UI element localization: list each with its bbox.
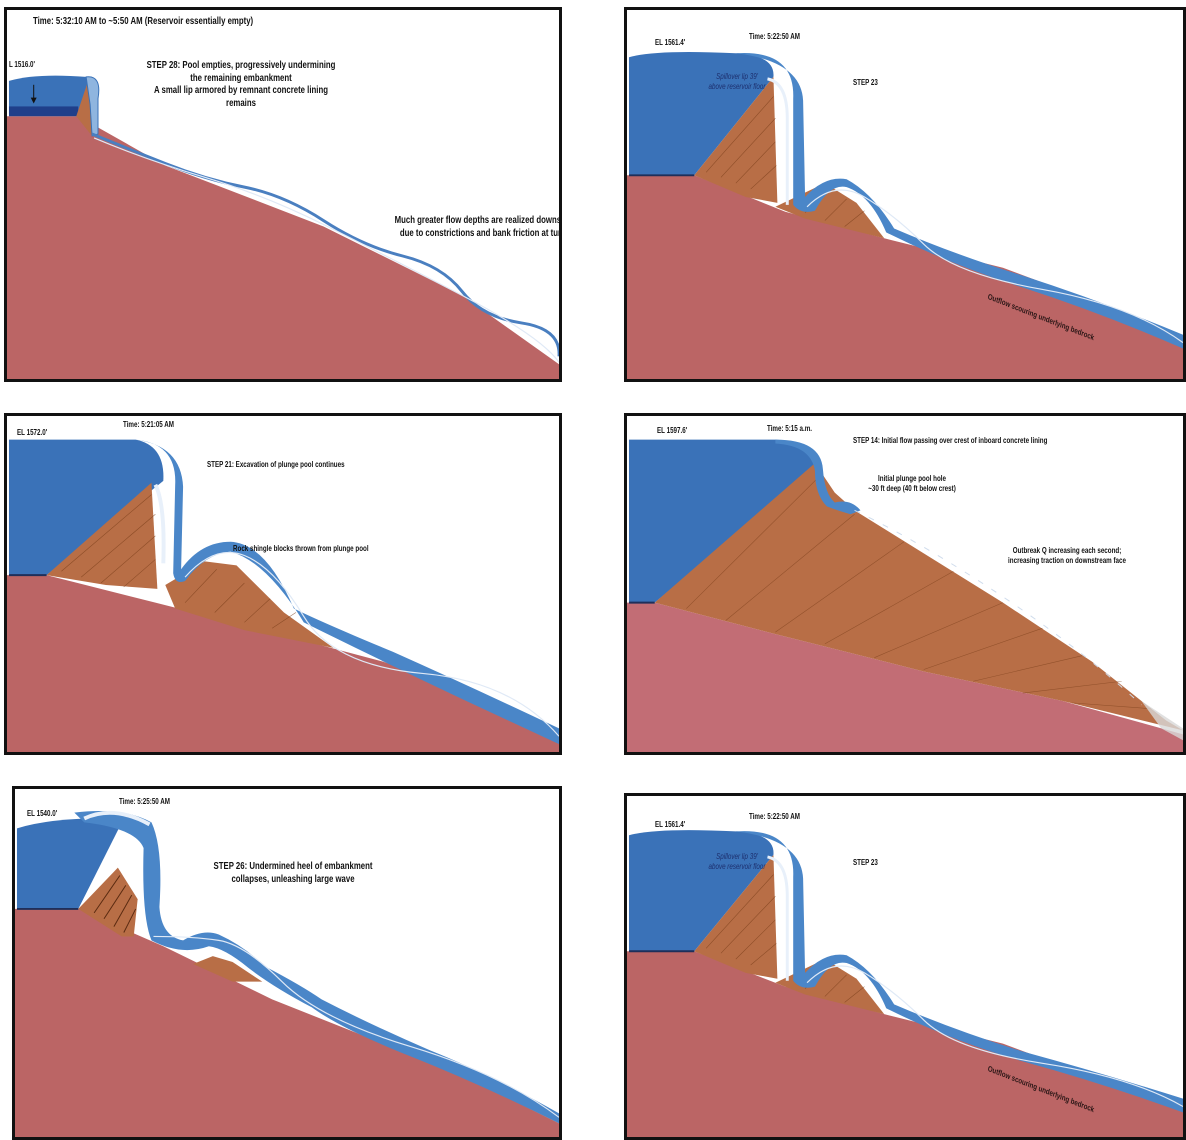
panel-step-23-bottom: EL 1561.4' Time: 5:22:50 AM STEP 23 Spil…: [624, 793, 1186, 1140]
bedrock: [627, 951, 1183, 1137]
panel-step-26: EL 1540.0' Time: 5:25:50 AM STEP 26: Und…: [12, 786, 562, 1140]
panel-step-23-bottom-elevation: EL 1561.4': [655, 820, 685, 830]
panel-step-26-elevation: EL 1540.0': [27, 809, 57, 819]
panel-step-21: EL 1572.0' Time: 5:21:05 AM STEP 21: Exc…: [4, 413, 562, 755]
panel-step-14-time: Time: 5:15 a.m.: [767, 424, 812, 434]
panel-step-23-top-time: Time: 5:22:50 AM: [749, 32, 800, 42]
panel-step-26-time: Time: 5:25:50 AM: [119, 797, 170, 807]
panel-step-23-top-elevation: EL 1561.4': [655, 38, 685, 48]
panel-step-14-cross-section: [627, 416, 1183, 752]
reservoir-floor: [9, 106, 78, 116]
panel-step-14-step: STEP 14: Initial flow passing over crest…: [853, 436, 1047, 446]
panel-step-23-top: EL 1561.4' Time: 5:22:50 AM STEP 23 Spil…: [624, 7, 1186, 382]
panel-step-23-bottom-step: STEP 23: [853, 858, 878, 868]
panel-step-23-bottom-time: Time: 5:22:50 AM: [749, 812, 800, 822]
panel-step-14-hole-note: Initial plunge pool hole ~30 ft deep (40…: [846, 474, 979, 494]
panel-step-28-note: Much greater flow depths are realized do…: [370, 215, 562, 240]
panel-step-21-step: STEP 21: Excavation of plunge pool conti…: [207, 460, 345, 470]
panel-step-23-top-step: STEP 23: [853, 78, 878, 88]
panel-step-21-note: Rock shingle blocks thrown from plunge p…: [233, 544, 369, 554]
panel-step-14: EL 1597.6' Time: 5:15 a.m. STEP 14: Init…: [624, 413, 1186, 755]
panel-step-26-cross-section: [15, 789, 559, 1137]
bedrock: [7, 116, 559, 379]
panel-step-23-bottom-cross-section: [627, 796, 1183, 1137]
bedrock: [15, 909, 559, 1137]
panel-step-23-top-cross-section: [627, 10, 1183, 379]
panel-step-28-time: Time: 5:32:10 AM to ~5:50 AM (Reservoir …: [33, 16, 253, 29]
panel-step-14-outbreak-note: Outbreak Q increasing each second; incre…: [950, 546, 1184, 566]
panel-step-28: Time: 5:32:10 AM to ~5:50 AM (Reservoir …: [4, 7, 562, 382]
panel-step-23-top-spillover: Spillover lip 39' above reservoir floor: [707, 72, 766, 92]
panel-step-14-elevation: EL 1597.6': [657, 426, 687, 436]
panel-step-26-step-text: STEP 26: Undermined heel of embankment c…: [203, 861, 384, 886]
panel-step-28-step-text: STEP 28: Pool empties, progressively und…: [140, 60, 343, 110]
panel-step-21-time: Time: 5:21:05 AM: [123, 420, 174, 430]
panel-step-21-elevation: EL 1572.0': [17, 428, 47, 438]
bedrock: [7, 575, 559, 752]
bedrock: [627, 175, 1183, 379]
panel-step-23-bottom-spillover: Spillover lip 39' above reservoir floor: [707, 852, 766, 872]
panel-step-28-elevation: L 1516.0': [9, 60, 35, 70]
